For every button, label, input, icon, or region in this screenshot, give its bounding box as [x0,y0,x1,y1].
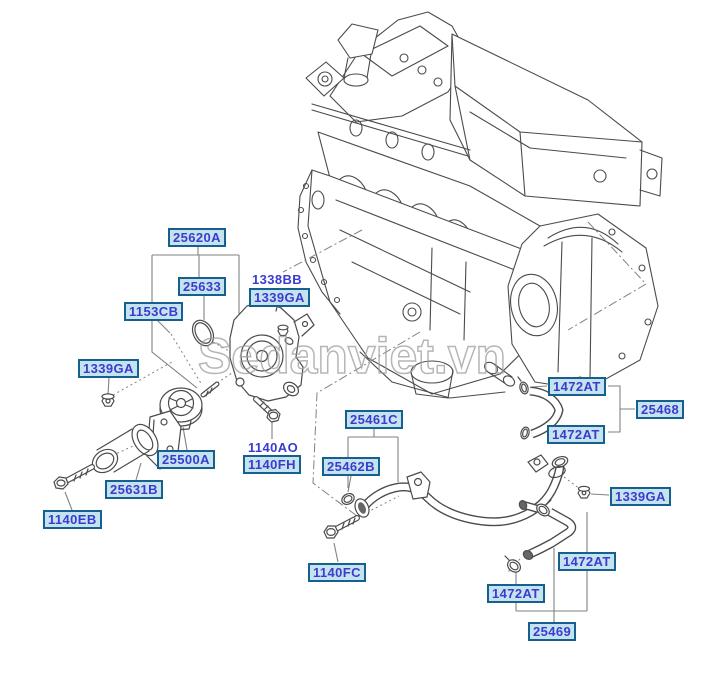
gasket-nut-drawing [277,324,294,345]
part-label-25461c[interactable]: 25461C [345,410,403,429]
part-label-1339ga-left[interactable]: 1339GA [78,359,139,378]
part-label-25631b[interactable]: 25631B [105,480,163,499]
thermostat-oring-drawing [191,319,215,347]
bolt-1140fc-drawing [323,515,360,539]
engine-illustration [297,11,663,399]
part-label-25462b[interactable]: 25462B [322,457,380,476]
part-label-25469[interactable]: 25469 [528,622,577,641]
part-label-1140eb[interactable]: 1140EB [43,510,102,529]
nut-left-drawing [101,393,115,407]
part-label-1140ao[interactable]: 1140AO [248,440,299,455]
pipe-oring-drawing [341,492,355,506]
hose-25468-drawing [517,376,564,440]
part-label-1472at-upper[interactable]: 1472AT [548,377,606,396]
part-label-1472at-hose-left[interactable]: 1472AT [487,584,545,603]
part-label-1338bb[interactable]: 1338BB [252,272,303,287]
nut-right-drawing [577,485,591,499]
part-label-25620a[interactable]: 25620A [168,228,226,247]
part-label-1140fc[interactable]: 1140FC [308,563,366,582]
part-label-1153cb[interactable]: 1153CB [124,302,184,321]
part-label-1339ga-housing[interactable]: 1339GA [249,288,310,307]
part-label-25468[interactable]: 25468 [636,400,685,419]
stud-drawing [200,381,220,398]
part-label-1140fh[interactable]: 1140FH [243,455,301,474]
watermark-text: Sedanviet.vn [198,328,506,384]
part-label-1472at-lower[interactable]: 1472AT [547,425,605,444]
part-label-1339ga-right[interactable]: 1339GA [610,487,671,506]
part-label-1472at-hose-right[interactable]: 1472AT [558,552,616,571]
bolt-1140ao-drawing [253,396,281,423]
part-label-25633[interactable]: 25633 [178,277,227,296]
part-label-25500a[interactable]: 25500A [157,450,215,469]
bolt-1140eb-drawing [53,464,95,490]
water-pipe-drawing [354,454,569,527]
hose-25469-drawing [504,499,577,573]
